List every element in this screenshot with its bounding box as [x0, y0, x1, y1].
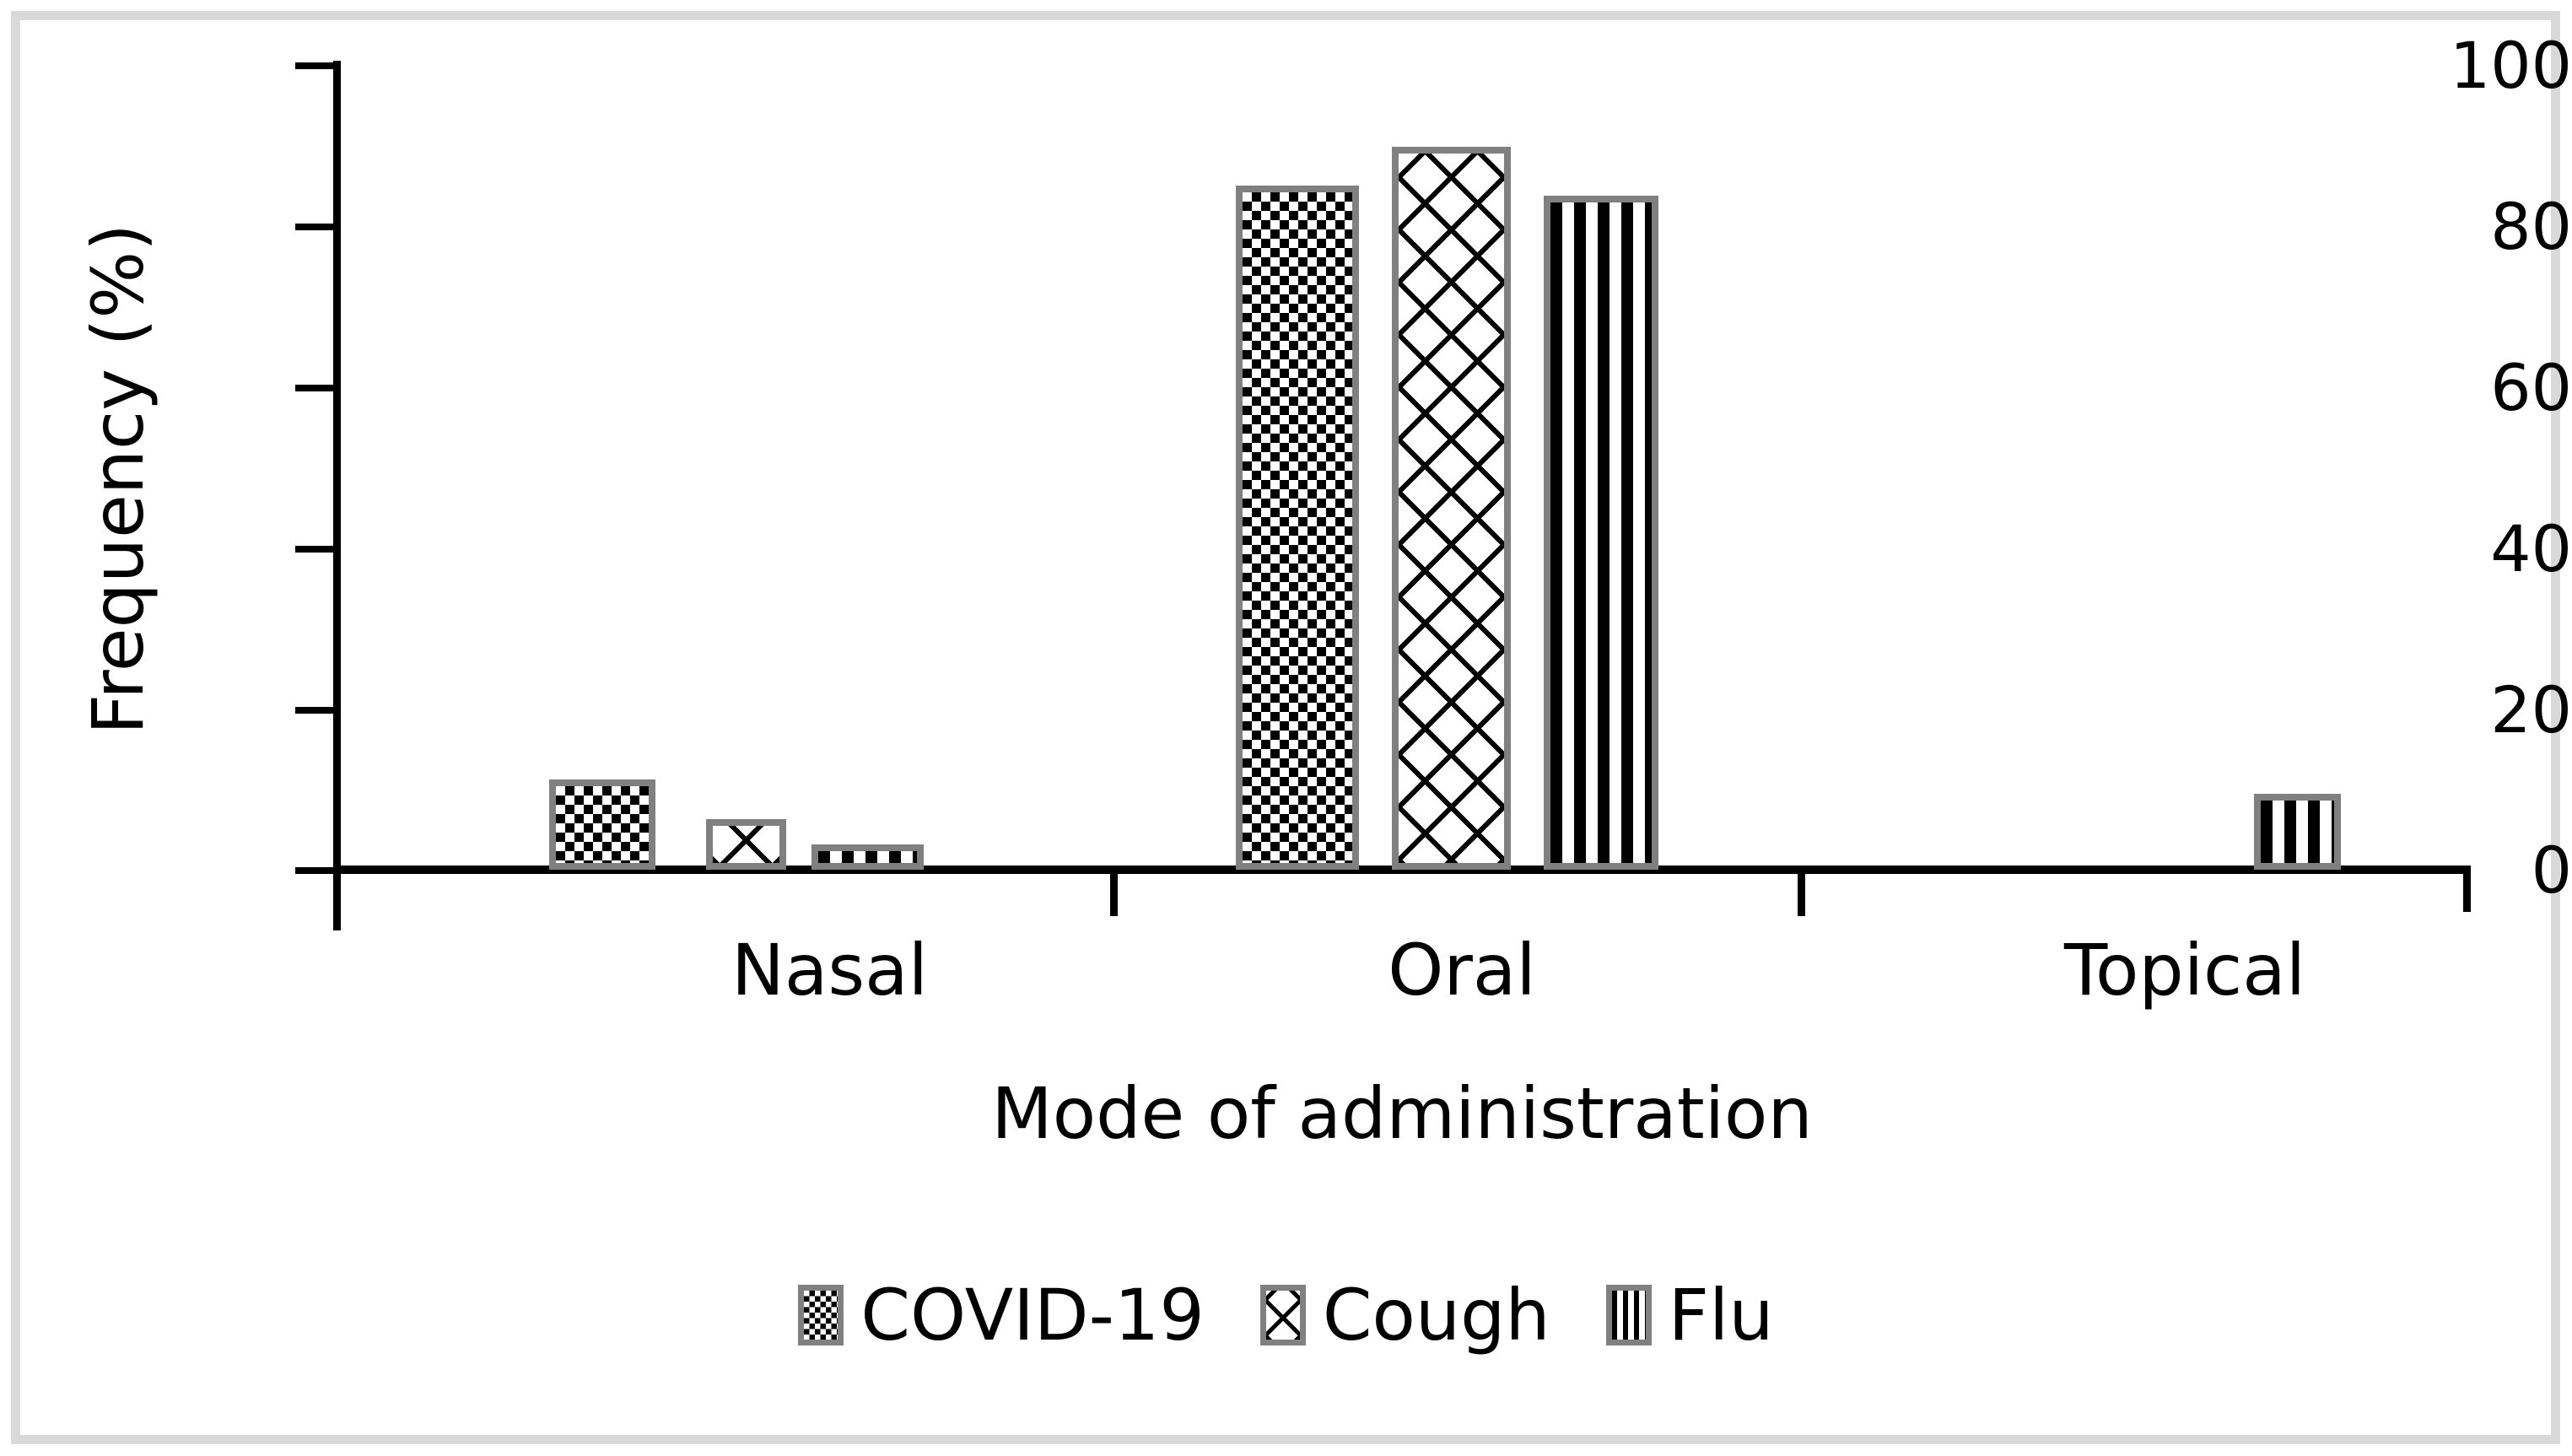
x-axis-end-tick [2463, 866, 2471, 912]
x-separator-tick-1 [1110, 870, 1118, 916]
x-category-label-oral: Oral [1388, 929, 1536, 1011]
legend-swatch-vertical-lines-icon [1605, 1285, 1652, 1345]
bar-oral-covid-19[interactable] [1236, 186, 1359, 870]
y-tick-60 [295, 385, 334, 391]
y-tick-label-40: 40 [2490, 511, 2572, 586]
legend-label-cough: Cough [1322, 1274, 1550, 1356]
y-tick-label-60: 60 [2490, 350, 2572, 425]
x-category-label-topical: Topical [2063, 929, 2306, 1011]
y-tick-label-100: 100 [2449, 28, 2572, 103]
bar-nasal-cough[interactable] [706, 819, 786, 870]
legend-item-cough[interactable]: Cough [1259, 1274, 1550, 1356]
bar-topical-flu[interactable] [2254, 794, 2341, 870]
y-tick-label-20: 20 [2490, 672, 2572, 747]
y-tick-100 [295, 62, 334, 69]
y-tick-20 [295, 707, 334, 714]
bar-nasal-covid-19[interactable] [549, 779, 655, 870]
bar-nasal-flu[interactable] [812, 844, 924, 870]
y-tick-80 [295, 224, 334, 230]
x-axis-spine [333, 866, 2471, 874]
legend-item-covid-19[interactable]: COVID-19 [798, 1274, 1205, 1356]
bar-oral-flu[interactable] [1544, 196, 1658, 870]
x-category-label-nasal: Nasal [731, 929, 928, 1011]
legend-label-flu: Flu [1668, 1274, 1774, 1356]
legend-swatch-crosshatch-icon [1259, 1285, 1306, 1345]
bar-oral-cough[interactable] [1392, 147, 1511, 870]
y-tick-0 [295, 867, 334, 874]
y-tick-label-80: 80 [2490, 189, 2572, 264]
legend-swatch-checkerboard-icon [798, 1285, 844, 1345]
legend-item-flu[interactable]: Flu [1605, 1274, 1774, 1356]
legend-label-covid-19: COVID-19 [860, 1274, 1205, 1356]
chart-legend: COVID-19 Cough Flu [0, 1276, 2572, 1354]
x-axis-title: Mode of administration [991, 1072, 1813, 1155]
x-separator-tick-2 [1798, 870, 1805, 916]
y-tick-40 [295, 546, 334, 553]
y-tick-label-0: 0 [2531, 833, 2572, 908]
y-axis-spine [333, 61, 341, 930]
y-axis-title: Frequency (%) [77, 224, 159, 736]
